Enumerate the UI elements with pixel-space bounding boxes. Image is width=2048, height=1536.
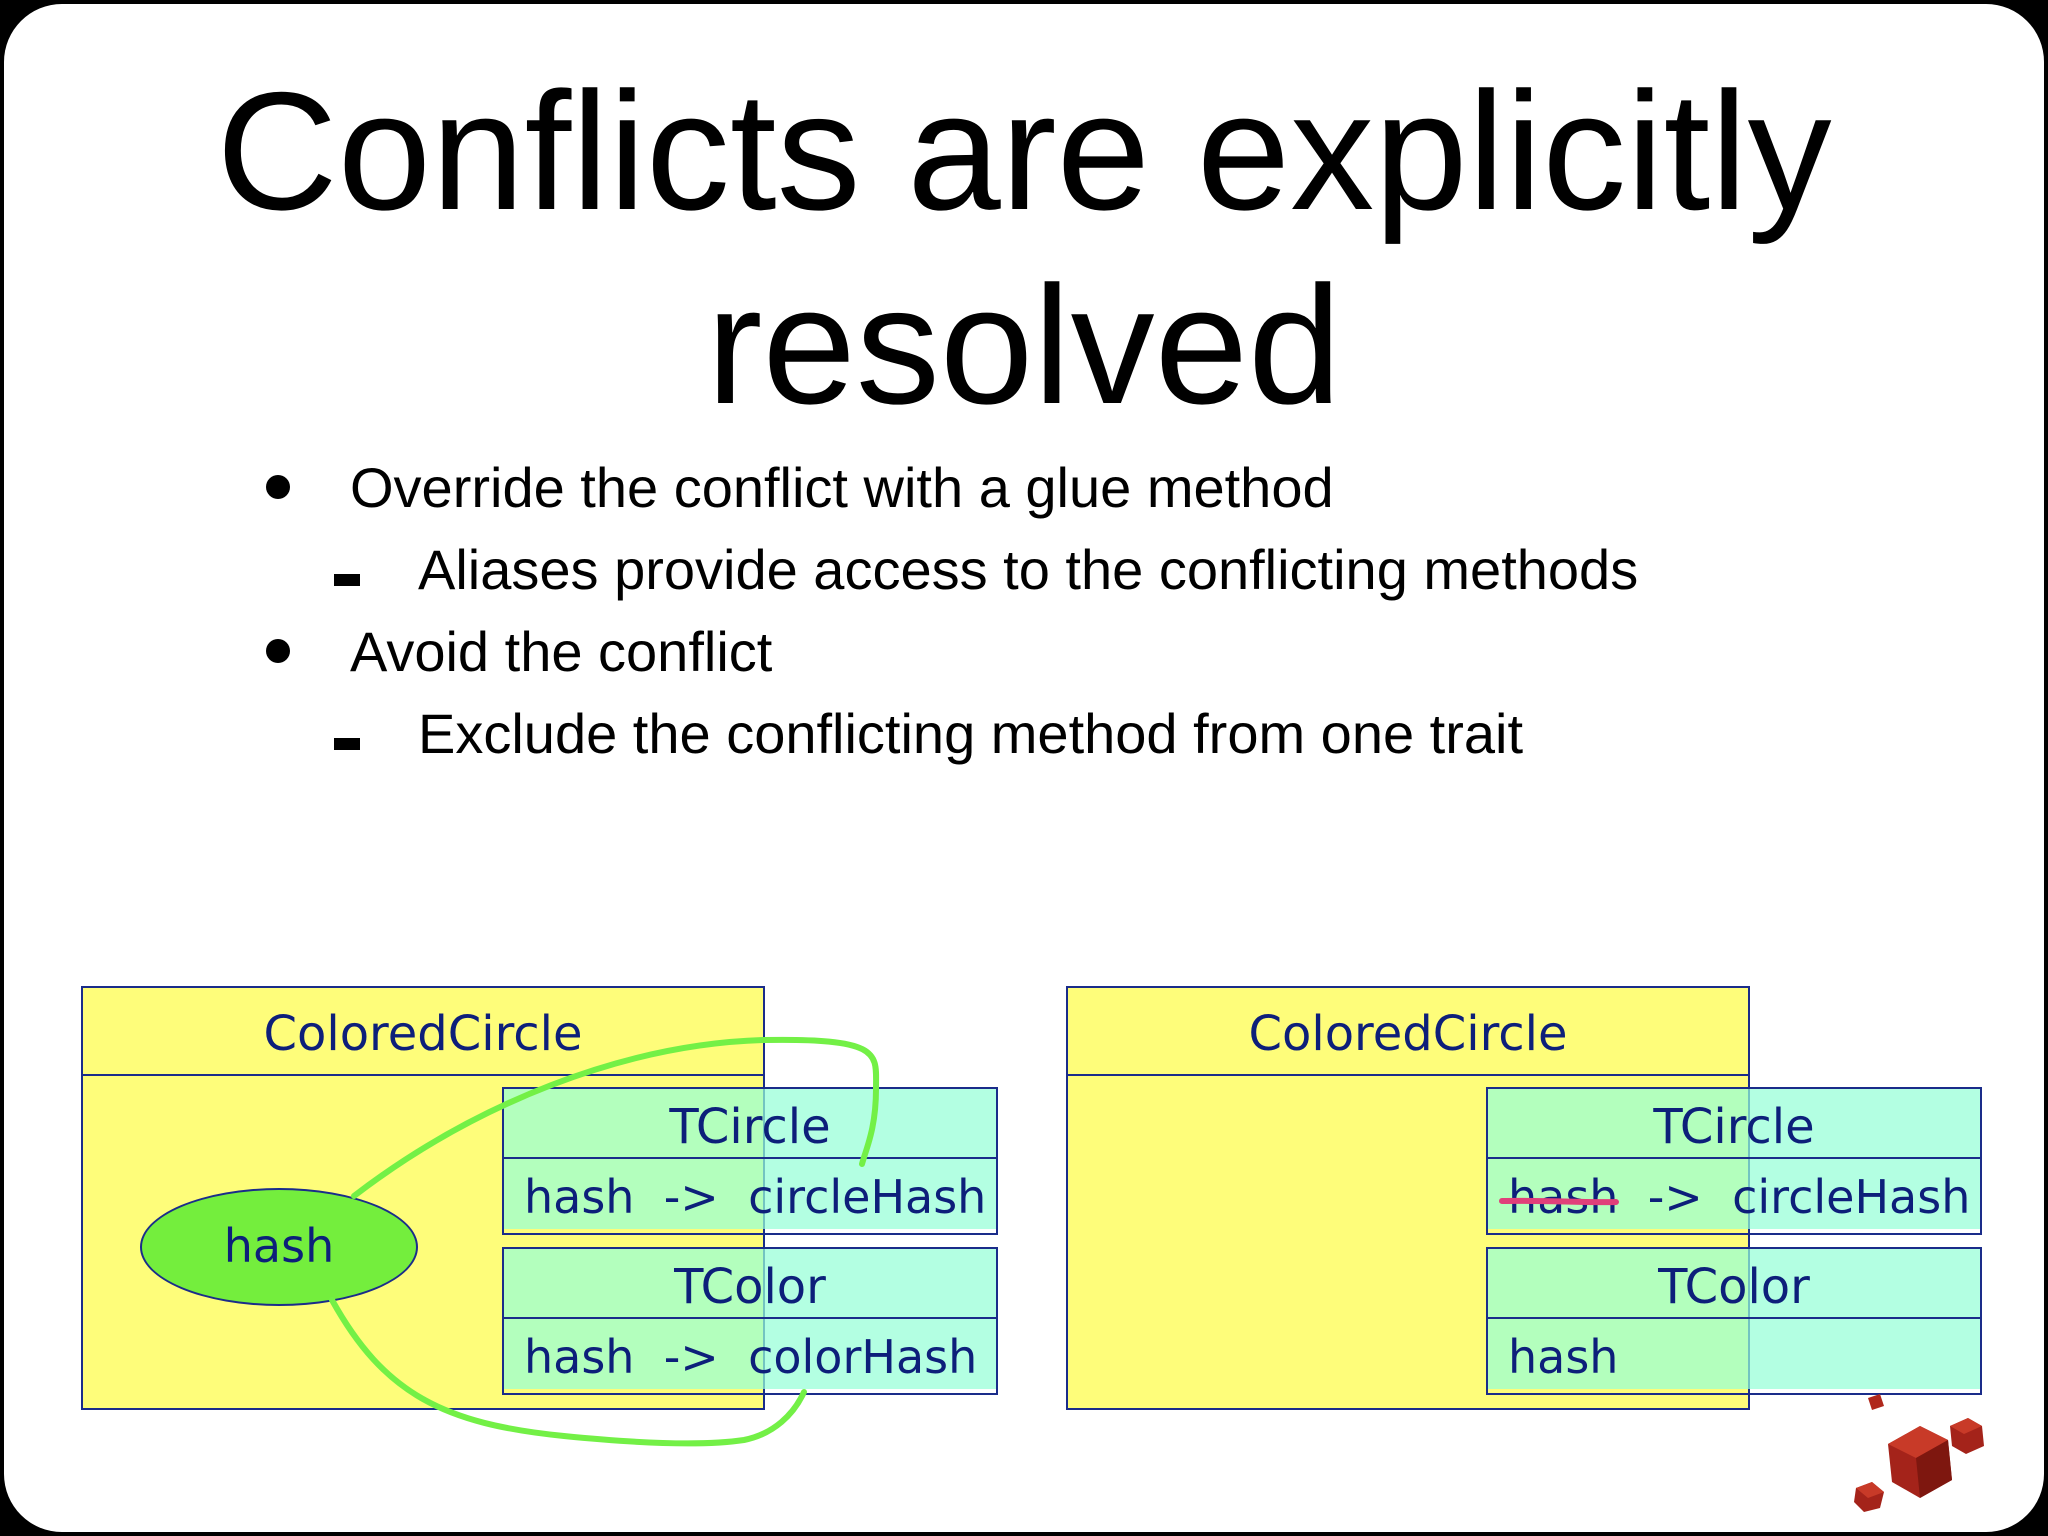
strike-through-line	[1499, 1197, 1619, 1206]
bullet-dot-icon	[266, 475, 290, 499]
class-name-right: ColoredCircle	[1068, 988, 1748, 1076]
trait-exclusion: hash -> circleHash	[1488, 1159, 1980, 1229]
sub-bullet-item: Exclude the conflicting method from one …	[418, 702, 1524, 765]
title-line-1: Conflicts are explicitly	[216, 57, 1832, 245]
class-name-left: ColoredCircle	[83, 988, 763, 1076]
bullet-list: Override the conflict with a glue method…	[4, 4, 2044, 804]
slide: Conflicts are explicitly resolved Overri…	[4, 4, 2044, 1532]
slide-title: Conflicts are explicitly resolved	[4, 54, 2044, 442]
red-cubes-icon	[1854, 1394, 1984, 1512]
trait-alias: hash -> colorHash	[504, 1319, 996, 1389]
sub-bullet-item: Aliases provide access to the conflictin…	[418, 538, 1639, 601]
title-line-2: resolved	[706, 251, 1342, 439]
trait-box-tcircle-left: TCircle hash -> circleHash	[502, 1087, 998, 1235]
sub-bullet-dash-icon	[334, 738, 360, 750]
bullet-item: Override the conflict with a glue method	[350, 456, 1334, 519]
diagrams: ColoredCircle hash TCircle hash -> circl…	[4, 4, 2044, 1532]
connector-lines	[329, 1036, 880, 1447]
glue-method-ellipse: hash	[140, 1188, 418, 1306]
trait-alias: hash -> circleHash	[504, 1159, 996, 1229]
trait-name: TColor	[1488, 1249, 1980, 1319]
excluded-method: hash	[1508, 1170, 1619, 1224]
trait-alias-rest: -> circleHash	[1618, 1170, 1971, 1224]
trait-name: TCircle	[504, 1089, 996, 1159]
connector-to-tcolor	[329, 1297, 807, 1447]
trait-name: TColor	[504, 1249, 996, 1319]
trait-box-tcolor-left: TColor hash -> colorHash	[502, 1247, 998, 1395]
bullet-item: Avoid the conflict	[350, 620, 773, 683]
exclusion-strike	[1499, 1197, 1619, 1206]
trait-box-tcolor-right: TColor hash	[1486, 1247, 1982, 1395]
trait-box-tcircle-right: TCircle hash -> circleHash	[1486, 1087, 1982, 1235]
connector-to-tcircle	[351, 1036, 880, 1199]
trait-name: TCircle	[1488, 1089, 1980, 1159]
sub-bullet-dash-icon	[334, 574, 360, 586]
trait-method: hash	[1488, 1319, 1980, 1389]
bullet-dot-icon	[266, 639, 290, 663]
